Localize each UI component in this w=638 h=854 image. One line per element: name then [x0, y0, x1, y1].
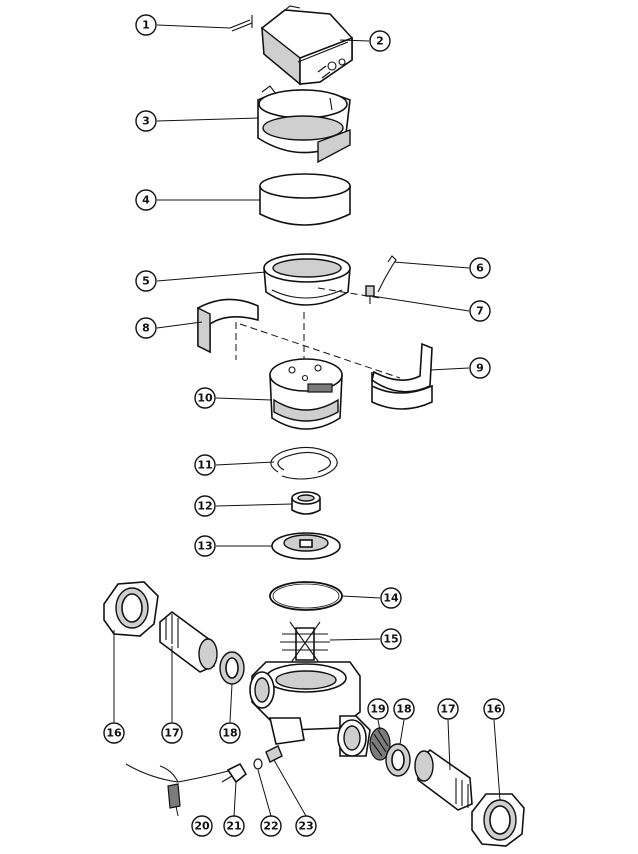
part-22-small-ring: [253, 758, 263, 770]
part-18-washer-left: [219, 651, 245, 685]
callout-18-right-label: 18: [396, 703, 411, 716]
callout-15: 15: [380, 628, 402, 650]
callout-17-right-label: 17: [440, 703, 455, 716]
part-10-register: [269, 358, 343, 430]
callout-23: 23: [295, 815, 317, 837]
leader-lines: [113, 24, 501, 817]
callout-12: 12: [194, 495, 216, 517]
callout-20-label: 20: [194, 820, 210, 833]
part-16-nut-right: [471, 793, 525, 847]
part-7-clip: [365, 285, 375, 304]
callout-16-left-label: 16: [106, 727, 122, 740]
callout-17-left: 17: [161, 722, 183, 744]
callout-10: 10: [194, 387, 216, 409]
part-17-fitting-right: [414, 748, 473, 811]
callout-10-label: 10: [197, 392, 213, 405]
callout-20: 20: [191, 815, 213, 837]
part-3-housing-ring: [257, 85, 351, 164]
callout-23-label: 23: [298, 820, 313, 833]
callout-18-left: 18: [219, 722, 241, 744]
callout-7-label: 7: [476, 305, 484, 318]
callout-16-right: 16: [483, 698, 505, 720]
callout-4-label: 4: [142, 194, 150, 207]
callout-19-label: 19: [370, 703, 385, 716]
callout-22: 22: [260, 815, 282, 837]
part-14-o-ring: [269, 581, 343, 611]
alignment-lines: [235, 287, 401, 379]
part-16-nut-left: [103, 581, 159, 637]
callout-1: 1: [135, 14, 157, 36]
part-13-plate: [271, 532, 341, 560]
part-11-snap-ring: [270, 446, 338, 480]
callout-3: 3: [135, 110, 157, 132]
callout-16-right-label: 16: [486, 703, 502, 716]
callout-5: 5: [135, 270, 157, 292]
callout-7: 7: [469, 300, 491, 322]
part-1-pin: [229, 15, 253, 32]
callout-9-label: 9: [476, 362, 484, 375]
callout-1-label: 1: [142, 19, 150, 32]
part-4-sleeve: [259, 173, 351, 226]
callout-13: 13: [194, 535, 216, 557]
part-8-left-shell: [197, 298, 259, 354]
callout-5-label: 5: [142, 275, 150, 288]
callout-21-label: 21: [226, 820, 241, 833]
callout-14-label: 14: [383, 592, 399, 605]
part-15-impeller: [280, 621, 330, 665]
callout-17-left-label: 17: [164, 727, 179, 740]
callout-2: 2: [369, 30, 391, 52]
callout-3-label: 3: [142, 115, 150, 128]
callout-22-label: 22: [263, 820, 278, 833]
callout-11: 11: [194, 454, 216, 476]
callout-14: 14: [380, 587, 402, 609]
part-12-bushing: [291, 491, 321, 515]
callout-2-label: 2: [376, 35, 384, 48]
callout-18-right: 18: [393, 698, 415, 720]
callout-21: 21: [223, 815, 245, 837]
callout-11-label: 11: [197, 459, 212, 472]
callout-9: 9: [469, 357, 491, 379]
part-23-plug: [265, 745, 283, 763]
part-6-wire: [377, 255, 397, 293]
callout-6-label: 6: [476, 262, 484, 275]
callout-4: 4: [135, 189, 157, 211]
part-21-screw: [221, 762, 248, 784]
callout-6: 6: [469, 257, 491, 279]
part-2-lid: [261, 5, 353, 86]
callout-18-left-label: 18: [222, 727, 237, 740]
part-5-top-ring: [263, 253, 351, 306]
callout-12-label: 12: [197, 500, 212, 513]
callout-16-left: 16: [103, 722, 125, 744]
callout-8-label: 8: [142, 322, 150, 335]
part-17-fitting-left: [159, 610, 218, 673]
callout-8: 8: [135, 317, 157, 339]
callout-13-label: 13: [197, 540, 212, 553]
part-18-washer-right: [385, 743, 411, 777]
callout-15-label: 15: [383, 633, 398, 646]
part-20-seal: [125, 763, 233, 809]
callout-17-right: 17: [437, 698, 459, 720]
callout-19: 19: [367, 698, 389, 720]
meter-body: [249, 661, 371, 757]
part-9-right-shell: [371, 342, 433, 410]
